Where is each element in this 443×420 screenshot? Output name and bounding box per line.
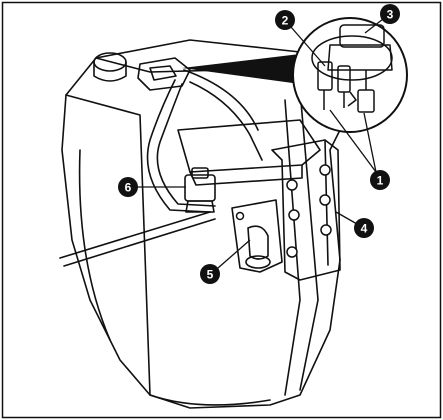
callout-5: 5 [200, 264, 220, 284]
top-bracket [177, 119, 321, 173]
bolt-icon [235, 211, 245, 221]
bolt-icon [319, 164, 331, 176]
callout-6: 6 [118, 177, 138, 197]
callout-label: 3 [387, 8, 394, 22]
leader-line-5 [217, 239, 251, 269]
tank-bottom-curve [149, 394, 271, 406]
callout-label: 1 [377, 174, 384, 188]
callout-label: 4 [361, 222, 368, 236]
bolt-icon [286, 179, 298, 191]
detail-connector-left [317, 61, 333, 91]
leader-lines [136, 18, 384, 269]
tank-rib-2 [284, 99, 301, 396]
sender-detail [149, 65, 177, 81]
callout-3: 3 [380, 4, 400, 24]
tank-left-shade [78, 149, 111, 341]
callout-label: 2 [282, 14, 289, 28]
leader-line-2 [290, 26, 326, 67]
zoom-leader-wedge [182, 54, 300, 84]
filler-neck [93, 61, 127, 82]
strap-bracket [231, 199, 283, 273]
callout-1: 1 [370, 170, 390, 190]
detail-zoom [292, 17, 408, 133]
valve-cap [191, 167, 209, 179]
leader-line-4 [335, 211, 358, 225]
leader-line-1a [329, 109, 377, 173]
tank-rib-1 [299, 89, 319, 391]
detail-housing-ring [311, 35, 393, 81]
fuel-line-c [189, 81, 263, 161]
strap-bracket-slot [247, 225, 269, 260]
detail-connectors [311, 24, 393, 113]
callout-4: 4 [354, 218, 374, 238]
long-fuel-pipe-1 [59, 211, 211, 259]
fuel-line-d [183, 69, 259, 131]
detail-top-block [339, 24, 385, 48]
bolt-icon [286, 246, 298, 258]
bolt-icon [320, 224, 332, 236]
bolt-icon [319, 194, 331, 206]
mounting-plate [271, 139, 341, 281]
bolts [235, 164, 332, 258]
valve-base [185, 200, 215, 213]
callout-label: 6 [125, 181, 132, 195]
strap-bracket-foot [245, 255, 271, 269]
callout-2: 2 [275, 10, 295, 30]
detail-fitting [347, 91, 357, 107]
fuel-line-b [156, 83, 216, 207]
tank-front-face [65, 94, 151, 396]
bolt-icon [288, 209, 300, 221]
leader-line-1b [363, 112, 377, 173]
leader-line-3 [364, 18, 384, 34]
callout-label: 5 [207, 268, 214, 282]
fuel-line-a [146, 79, 211, 213]
long-fuel-pipe-2 [63, 218, 216, 267]
